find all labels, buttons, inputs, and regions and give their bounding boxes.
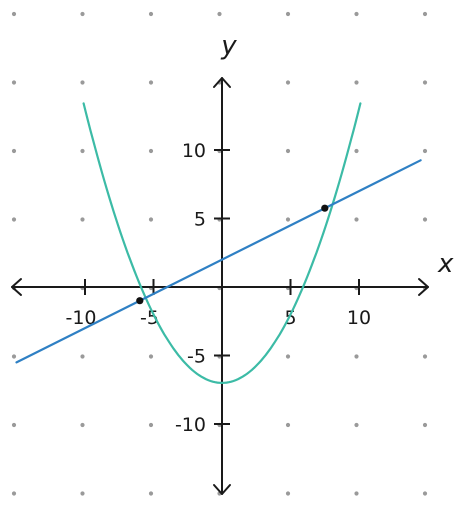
- x-axis-label: x: [437, 249, 454, 279]
- grid-dot: [11, 491, 17, 496]
- grid-dot: [285, 354, 291, 359]
- grid-dot: [285, 422, 291, 428]
- y-tick-label: -5: [187, 346, 206, 368]
- grid-dot: [422, 80, 428, 85]
- x-tick-label: 10: [347, 307, 371, 329]
- grid-dot: [354, 11, 359, 17]
- intersection-points: [136, 204, 329, 305]
- grid-dot: [80, 80, 85, 85]
- grid-dot: [11, 422, 17, 428]
- axis-ticks: -10 -5 5 10 10 5 -5 -10: [65, 140, 371, 436]
- grid-dot: [148, 80, 154, 85]
- grid-dot: [148, 11, 154, 17]
- grid-dot: [422, 217, 428, 222]
- grid-dot: [285, 80, 291, 85]
- grid-dot: [80, 354, 85, 359]
- grid-dot: [285, 148, 291, 154]
- grid-dot: [422, 491, 428, 496]
- grid-dot: [148, 354, 154, 359]
- grid-dot: [285, 11, 291, 17]
- grid-dot: [285, 217, 291, 222]
- x-axis-left-arrow: [11, 278, 22, 296]
- parabola-curve: [82, 102, 362, 385]
- axes: [11, 77, 429, 495]
- grid-dot: [148, 217, 154, 222]
- x-axis-right-arrow: [418, 278, 429, 296]
- y-axis-label: y: [220, 31, 237, 61]
- y-axis-down-arrow: [213, 484, 231, 495]
- grid-dot: [80, 148, 85, 154]
- grid-dot: [354, 148, 359, 154]
- series-curves: [15, 102, 422, 385]
- grid-dot: [80, 422, 85, 428]
- grid-dot: [80, 11, 85, 17]
- x-tick-label: -5: [140, 307, 159, 329]
- grid-dot: [80, 217, 85, 222]
- grid-dot: [422, 11, 428, 17]
- grid-dot: [11, 148, 17, 154]
- y-tick-label: 5: [194, 209, 206, 231]
- y-tick-label: -10: [175, 414, 206, 436]
- grid-dot: [11, 217, 17, 222]
- grid-dot: [354, 217, 359, 222]
- grid-dot: [354, 491, 359, 496]
- grid-dot: [422, 148, 428, 154]
- grid-dot: [217, 11, 222, 17]
- grid-dot: [285, 491, 291, 496]
- grid-dot: [422, 422, 428, 428]
- grid-dot: [11, 80, 17, 85]
- y-tick-label: 10: [182, 140, 206, 162]
- x-tick-label: 5: [284, 307, 296, 329]
- grid-dot: [354, 80, 359, 85]
- intersection-point: [136, 297, 144, 305]
- grid-dot: [11, 354, 17, 359]
- y-axis-up-arrow: [213, 77, 231, 88]
- grid-dot: [354, 354, 359, 359]
- x-tick-label: -10: [65, 307, 96, 329]
- axis-labels: xy: [220, 31, 454, 279]
- grid-dot: [148, 422, 154, 428]
- grid-dot: [422, 354, 428, 359]
- intersection-point: [321, 204, 329, 212]
- grid-dot: [11, 11, 17, 17]
- grid-dot: [80, 491, 85, 496]
- straight-line: [15, 159, 422, 364]
- grid-dot: [148, 148, 154, 154]
- grid-dot: [354, 422, 359, 428]
- grid-dot: [148, 491, 154, 496]
